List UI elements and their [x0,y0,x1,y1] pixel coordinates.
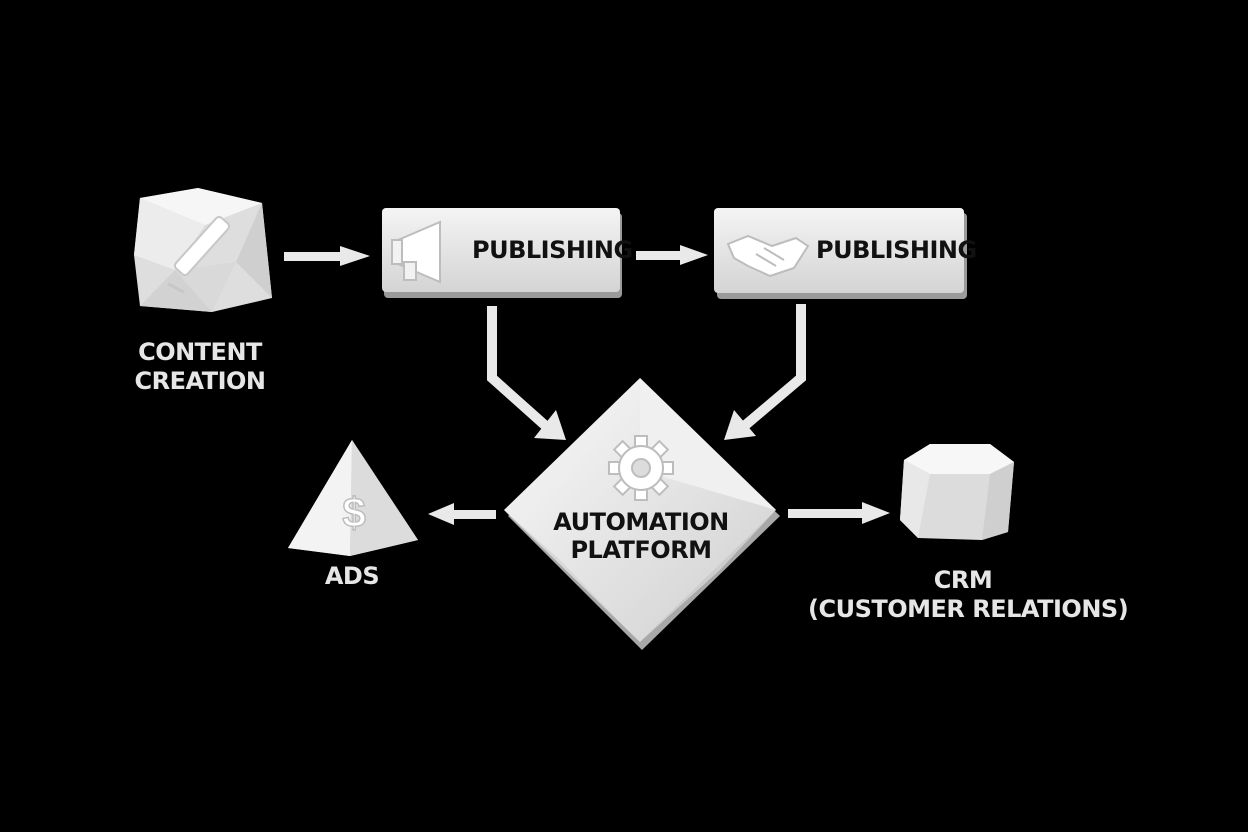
arrow-automation-to-crm [788,502,890,524]
automation-line2: PLATFORM [570,536,712,564]
publishing-box-2 [714,208,967,299]
ads-shape: $ [288,440,418,556]
crm-line2: (CUSTOMER RELATIONS) [808,595,1129,623]
arrow-head-publishing1 [534,410,566,440]
dollar-icon: $ [342,489,365,536]
arrow-head-publishing2 [724,410,756,440]
content-creation-label: CONTENT CREATION [120,338,280,396]
arrow-publishing2-to-automation [738,304,806,432]
crm-shape [900,444,1014,540]
content-creation-shape [134,188,272,312]
automation-line1: AUTOMATION [553,508,729,536]
content-creation-line1: CONTENT [138,338,262,366]
arrow-automation-to-ads [428,503,496,525]
crm-label: CRM (CUSTOMER RELATIONS) [808,566,1129,624]
crm-line1: CRM [933,566,993,594]
arrow-publishing-to-publishing [636,245,708,265]
arrow-content-to-publishing [284,246,370,266]
handshake-icon [726,234,810,278]
arrow-publishing1-to-automation [487,306,552,432]
ads-label: ADS [324,562,380,590]
automation-platform-shape [504,378,780,650]
content-creation-line2: CREATION [134,367,267,395]
pencil-icon [167,216,231,294]
publishing-box-1 [382,208,622,298]
gear-icon [608,435,674,501]
megaphone-icon [391,220,441,284]
automation-platform-label: AUTOMATION PLATFORM [540,508,742,564]
publishing-2-label: PUBLISHING [816,236,977,264]
publishing-1-label: PUBLISHING [472,236,633,264]
